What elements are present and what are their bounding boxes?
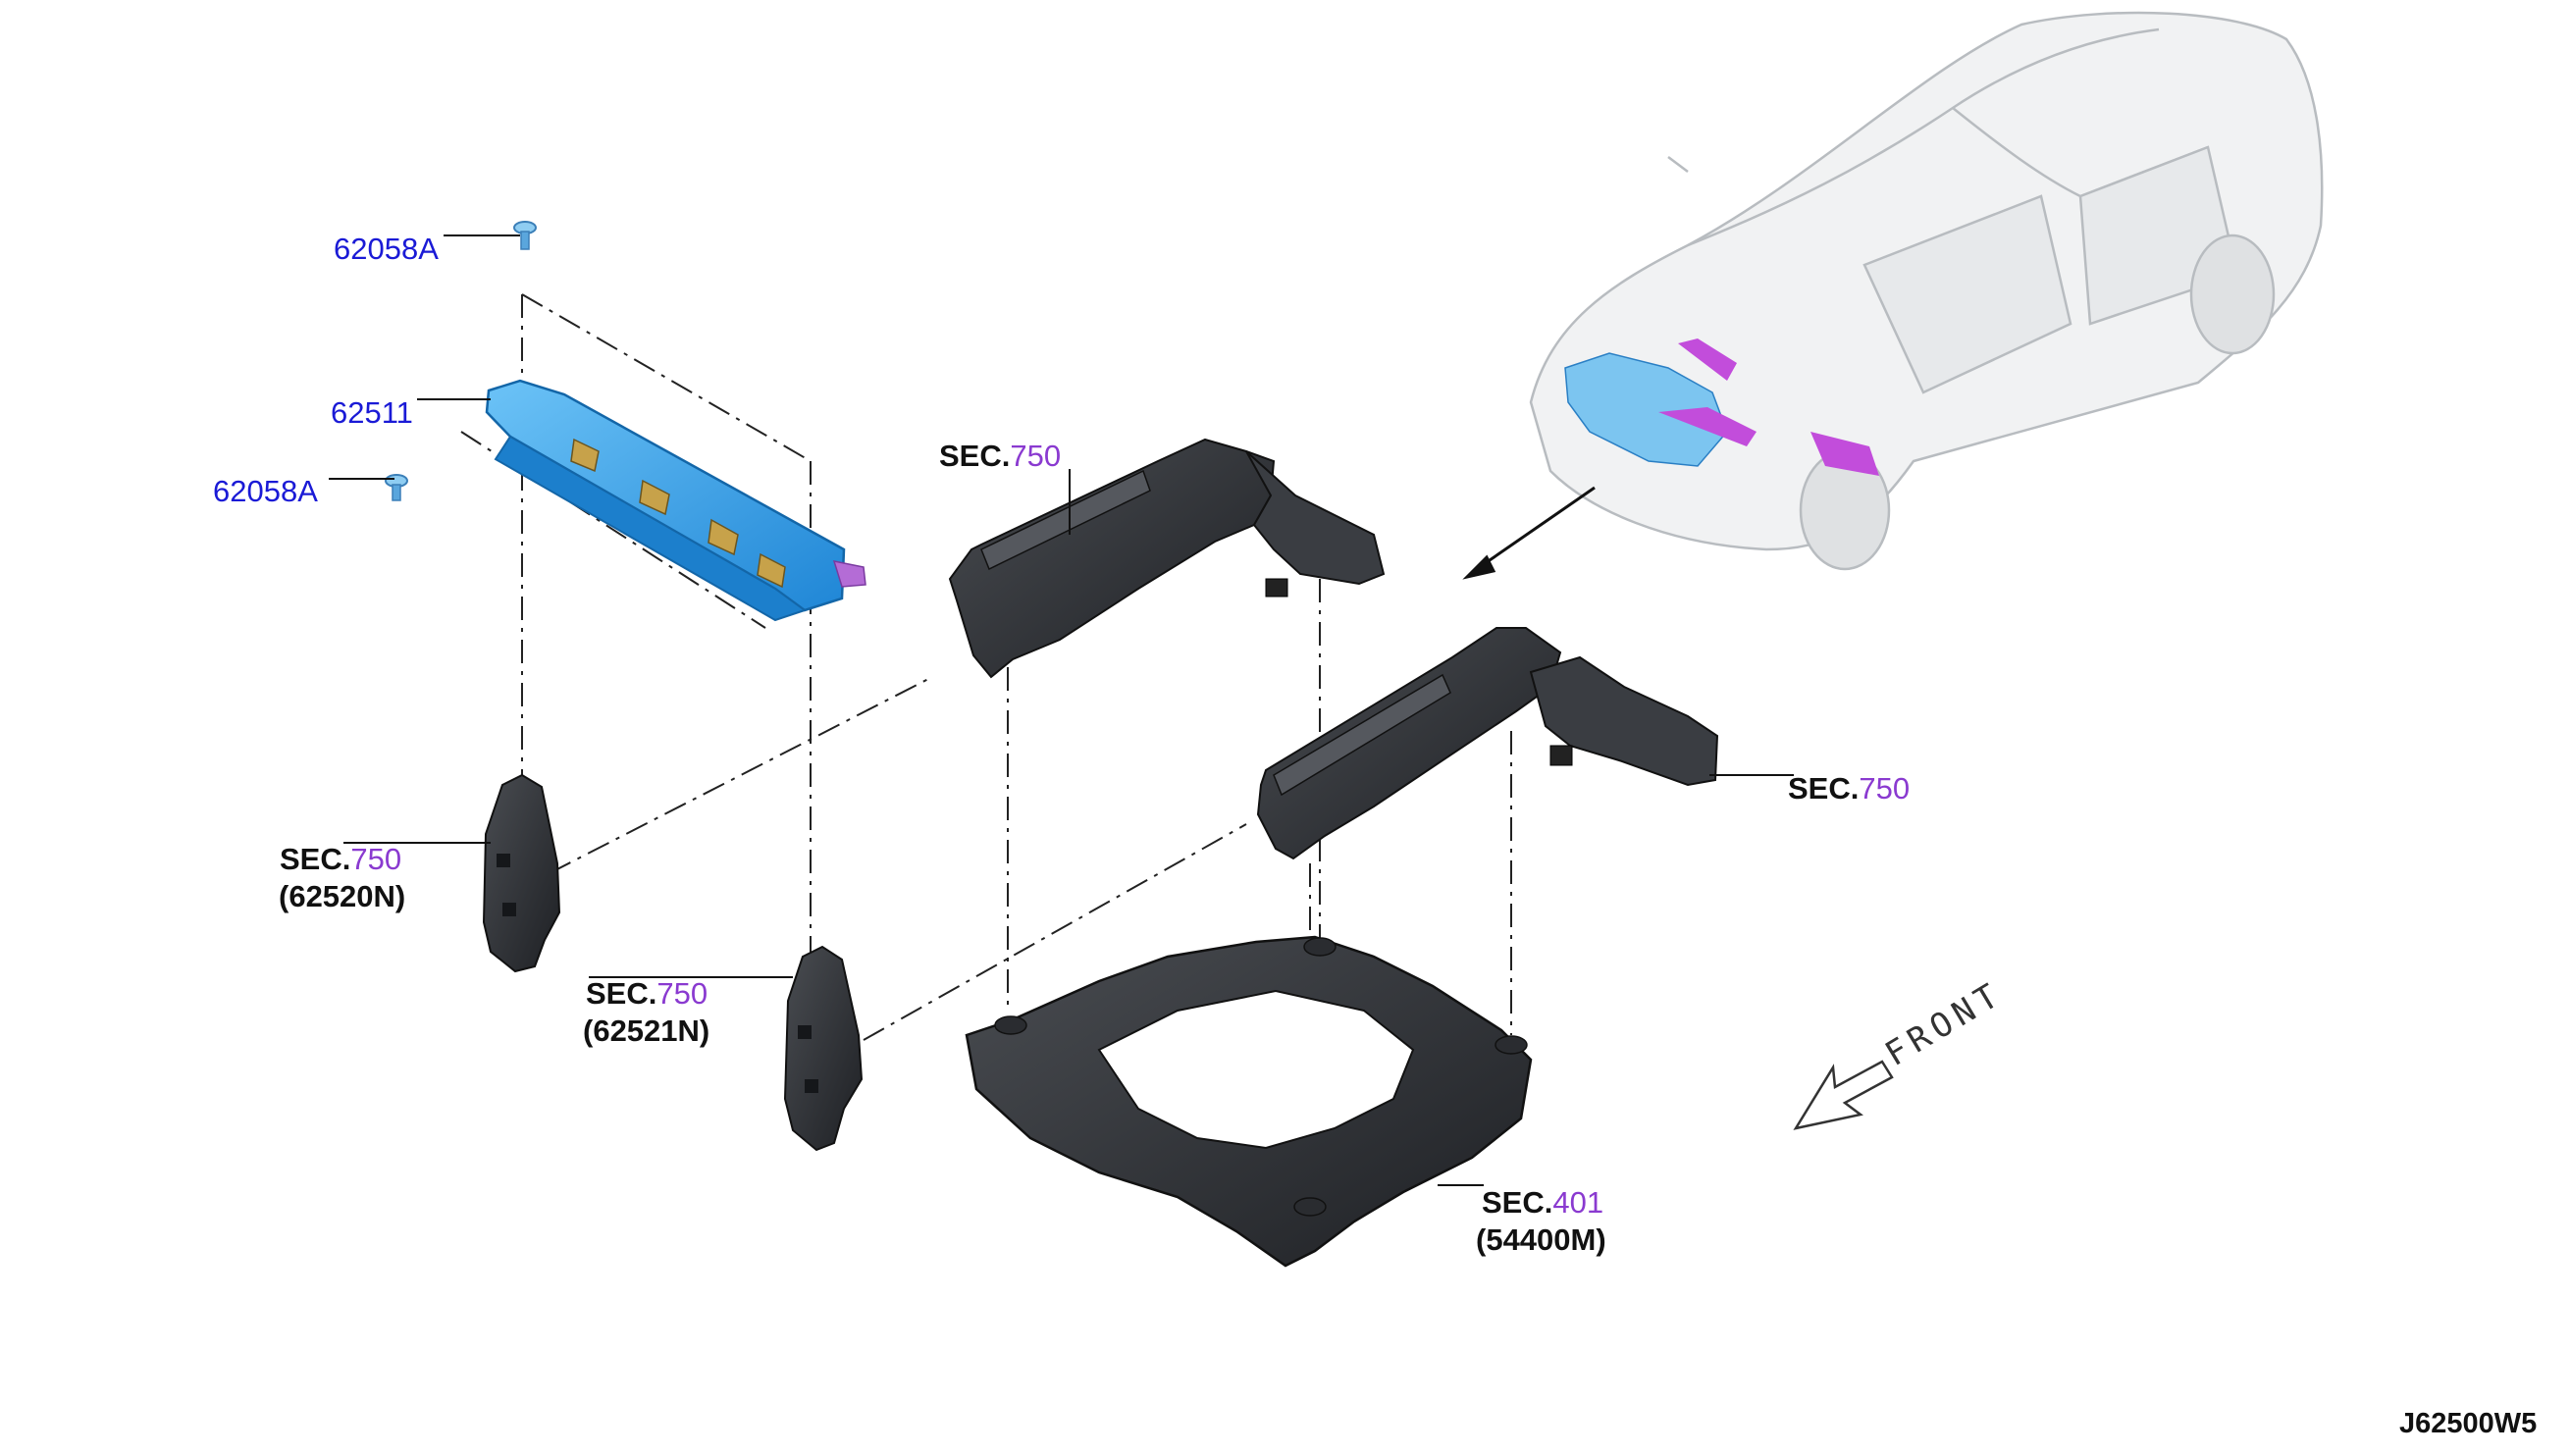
side-member-sec750-right [1256,627,1719,860]
sec-label-subframe: SEC.401 [1482,1187,1603,1218]
part-label-62058a-bottom: 62058A [213,474,318,508]
sec-number: 750 [1859,771,1911,806]
sec-number: 750 [350,842,402,876]
vehicle-front-structure-highlight [1564,338,1879,476]
sec-number: 401 [1552,1185,1604,1220]
bracket-62521n [783,945,864,1152]
bracket-62520n [482,773,561,973]
sec-prefix: SEC. [1788,771,1860,806]
vehicle-overview-illustration [1529,11,2324,571]
sec-number: 750 [1010,439,1062,473]
part-label-62511: 62511 [331,395,413,430]
side-member-sec750-upper [948,438,1386,679]
part-label-54400m: (54400M) [1476,1222,1606,1257]
view-direction-arrow-icon [1462,486,1596,580]
sec-prefix: SEC. [939,439,1011,473]
sec-label-upper-right: SEC.750 [1788,773,1910,804]
sec-label-left-bracket: SEC.750 [280,844,401,874]
part-label-62521n: (62521N) [583,1014,710,1048]
radiator-core-reinforcement-62511 [485,379,866,622]
part-label-62520n: (62520N) [279,879,406,913]
front-direction-arrow-icon [1793,1060,1894,1130]
sec-number: 750 [656,976,708,1011]
front-subframe-sec401 [965,935,1533,1268]
sec-prefix: SEC. [280,842,351,876]
diagram-code: J62500W5 [2399,1408,2538,1439]
bolt-62058a-top [513,221,537,250]
sec-label-upper-left: SEC.750 [939,441,1061,471]
sec-prefix: SEC. [1482,1185,1553,1220]
part-label-62058a-top: 62058A [334,232,439,266]
sec-label-right-bracket: SEC.750 [586,978,708,1009]
leader-lines [329,234,1794,1186]
sec-prefix: SEC. [586,976,657,1011]
